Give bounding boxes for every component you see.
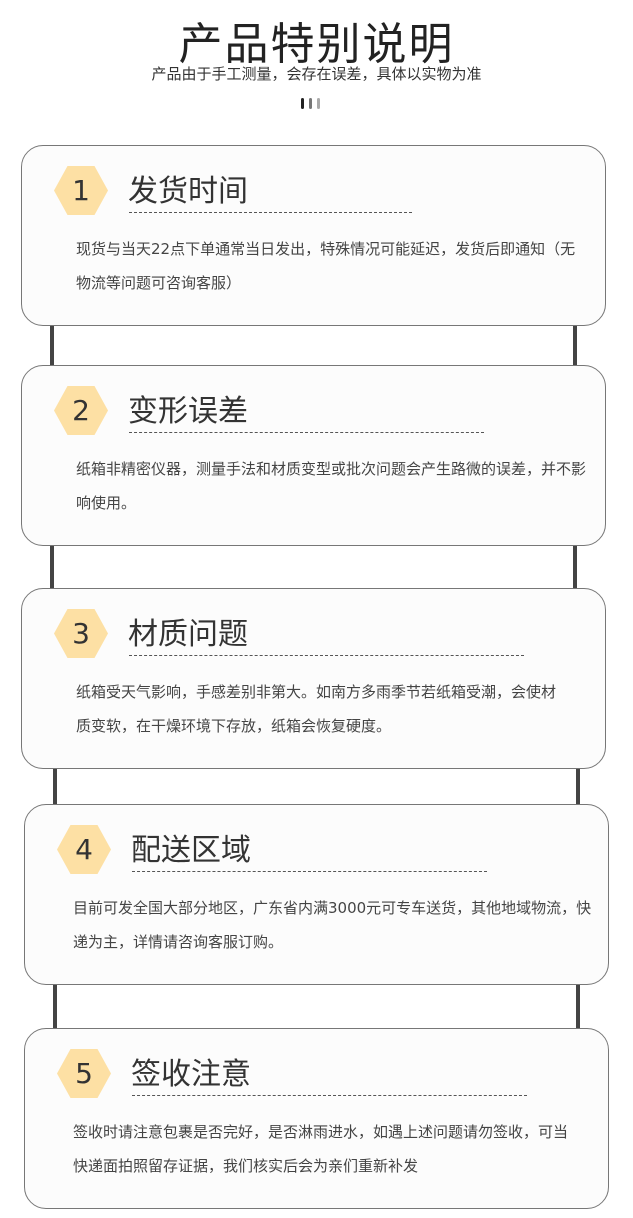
- dashed-divider: [129, 655, 524, 656]
- dashed-divider: [132, 1095, 527, 1096]
- card-title: 配送区域: [131, 833, 251, 868]
- page-title: 产品特别说明: [178, 19, 455, 70]
- number-badge: 3: [54, 609, 108, 658]
- card-body: 目前可发全国大部分地区，广东省内满3000元可专车送货，其他地域物流，快递为主，…: [73, 899, 592, 951]
- card-body: 纸箱非精密仪器，测量手法和材质变型或批次问题会产生路微的误差，并不影响使用。: [76, 460, 587, 512]
- number-badge: 2: [54, 386, 108, 435]
- card-body: 签收时请注意包裹是否完好，是否淋雨进水，如遇上述问题请勿签收，可当快递面拍照留存…: [73, 1123, 569, 1175]
- decor-bars: [301, 94, 325, 113]
- card-title: 材质问题: [128, 617, 248, 652]
- card-title: 变形误差: [128, 394, 248, 429]
- info-card-material: 3 材质问题 纸箱受天气影响，手感差别非第大。如南方多雨季节若纸箱受潮，会使材质…: [21, 588, 606, 769]
- number-badge: 1: [54, 166, 108, 215]
- page-subtitle: 产品由于手工测量，会存在误差，具体以实物为准: [151, 65, 482, 83]
- number-badge: 5: [57, 1049, 111, 1098]
- card-body: 纸箱受天气影响，手感差别非第大。如南方多雨季节若纸箱受潮，会使材质变软，在干燥环…: [76, 683, 557, 735]
- dashed-divider: [129, 212, 412, 213]
- dashed-divider: [132, 871, 487, 872]
- info-card-signing: 5 签收注意 签收时请注意包裹是否完好，是否淋雨进水，如遇上述问题请勿签收，可当…: [24, 1028, 609, 1209]
- card-title: 发货时间: [128, 174, 248, 209]
- dashed-divider: [129, 432, 484, 433]
- info-card-delivery-area: 4 配送区域 目前可发全国大部分地区，广东省内满3000元可专车送货，其他地域物…: [24, 804, 609, 985]
- card-body: 现货与当天22点下单通常当日发出，特殊情况可能延迟，发货后即通知（无物流等问题可…: [76, 240, 576, 292]
- info-card-shipping-time: 1 发货时间 现货与当天22点下单通常当日发出，特殊情况可能延迟，发货后即通知（…: [21, 145, 606, 326]
- info-card-deformation: 2 变形误差 纸箱非精密仪器，测量手法和材质变型或批次问题会产生路微的误差，并不…: [21, 365, 606, 546]
- card-title: 签收注意: [131, 1057, 251, 1092]
- number-badge: 4: [57, 825, 111, 874]
